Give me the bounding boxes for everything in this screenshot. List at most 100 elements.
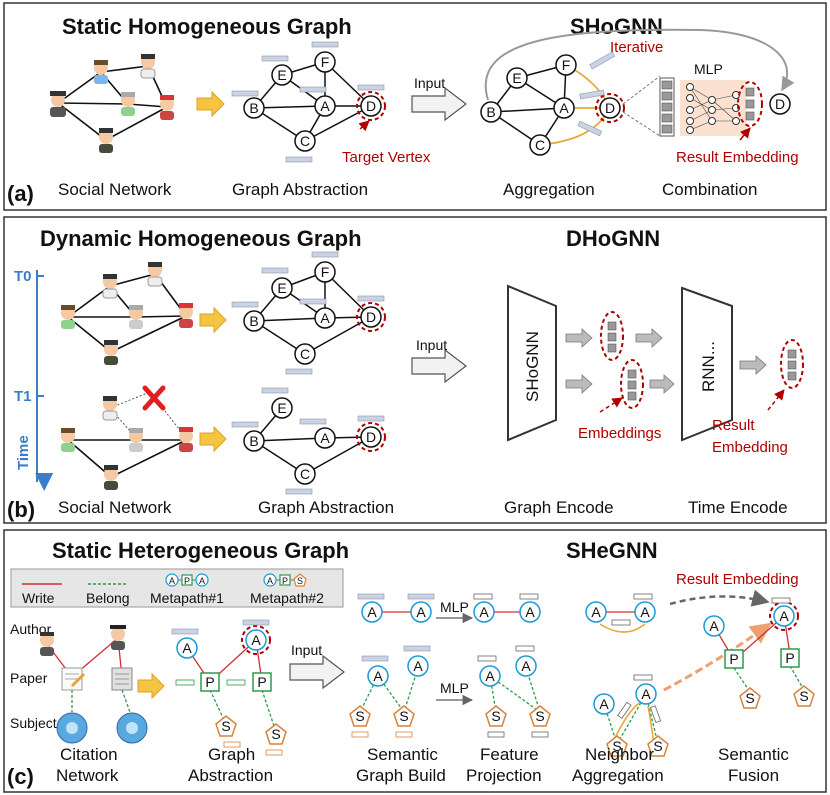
- result-label-line1: Result: [712, 417, 755, 434]
- node-label: B: [249, 313, 258, 329]
- caption-social-network-b: Social Network: [58, 498, 172, 517]
- person-icon: [40, 625, 126, 656]
- entity-paper-label: Paper: [10, 670, 48, 686]
- target-vertex-label: Target Vertex: [342, 149, 431, 166]
- social-network-t0: [61, 262, 193, 365]
- graph-abstraction-a: B E F A C D: [231, 41, 386, 163]
- panel-c: Static Heterogeneous Graph SHeGNN A P A: [3, 529, 827, 793]
- input-label-a: Input: [414, 75, 445, 91]
- removed-cross-icon: [142, 385, 166, 411]
- svg-text:P: P: [282, 576, 288, 586]
- graph-abstraction-t0: B E F A C D: [231, 251, 386, 375]
- svg-text:P: P: [785, 650, 794, 666]
- node-label: D: [605, 100, 615, 116]
- feature-vector-icon: [231, 41, 385, 163]
- legend-belong: Belong: [86, 590, 130, 606]
- mlp-label-a: MLP: [694, 61, 723, 77]
- caption-social-network-a: Social Network: [58, 180, 172, 199]
- time-t1-label: T1: [14, 388, 32, 405]
- arrow-gray-icon: [565, 328, 593, 348]
- svg-text:A: A: [416, 604, 426, 620]
- graph-abstraction-t1: B E A C D: [231, 387, 386, 495]
- caption-graph-abstraction-a: Graph Abstraction: [232, 180, 368, 199]
- node-label: B: [486, 104, 495, 120]
- result-label-line2: Embedding: [712, 439, 788, 456]
- svg-text:S: S: [612, 738, 621, 754]
- panel-c-label: (c): [7, 764, 34, 789]
- panel-b: Dynamic Homogeneous Graph DHoGNN T0 T1 T…: [3, 216, 827, 524]
- svg-text:S: S: [745, 690, 754, 706]
- node-label: A: [559, 100, 569, 116]
- panel-a-title-right: SHoGNN: [570, 14, 663, 39]
- social-network-t1: [61, 385, 193, 490]
- svg-text:P: P: [184, 576, 190, 586]
- input-arrow-icon: [411, 86, 467, 122]
- node-label: A: [320, 310, 330, 326]
- arrow-yellow-icon: [196, 90, 225, 118]
- mlp-label-c1: MLP: [440, 599, 469, 615]
- feature-vector-icon: [175, 679, 246, 686]
- node-label: C: [300, 346, 310, 362]
- node-label: E: [277, 67, 286, 83]
- social-network-a: [50, 54, 174, 153]
- caption-graph-encode: Graph Encode: [504, 498, 614, 517]
- time-t0-label: T0: [14, 268, 32, 285]
- result-embedding-icon: [787, 349, 797, 381]
- feature-vector-icon: [231, 251, 385, 375]
- svg-text:A: A: [640, 604, 650, 620]
- arrow-yellow-icon: [137, 672, 165, 700]
- arrow-gray-icon: [635, 328, 663, 348]
- node-label: D: [366, 309, 376, 325]
- caption-graph-abstraction-b: Graph Abstraction: [258, 498, 394, 517]
- svg-text:A: A: [267, 576, 273, 586]
- panel-b-frame: [3, 216, 827, 524]
- node-label: C: [300, 133, 310, 149]
- svg-text:A: A: [591, 604, 601, 620]
- person-icon: [61, 396, 193, 490]
- legend-write: Write: [22, 590, 55, 606]
- svg-text:A: A: [413, 658, 423, 674]
- svg-text:A: A: [525, 604, 535, 620]
- svg-text:S: S: [491, 708, 500, 724]
- caption-citation-2: Network: [56, 766, 119, 785]
- svg-text:A: A: [251, 632, 261, 648]
- caption-feature-proj-1: Feature: [480, 745, 539, 764]
- aggregation-graph: B E F A C D: [480, 28, 795, 156]
- node-label: E: [512, 70, 521, 86]
- input-arrow-icon: [411, 348, 467, 384]
- svg-text:S: S: [799, 688, 808, 704]
- panel-c-title-left: Static Heterogeneous Graph: [52, 538, 349, 563]
- node-label: C: [300, 466, 310, 482]
- panel-a-label: (a): [7, 181, 34, 206]
- arrow-yellow-icon: [199, 425, 227, 453]
- caption-graph-abstraction-c-2: Abstraction: [188, 766, 273, 785]
- panel-c-title-right: SHeGNN: [566, 538, 658, 563]
- svg-text:A: A: [367, 604, 377, 620]
- svg-text:S: S: [221, 718, 230, 734]
- iterative-label: Iterative: [610, 39, 663, 56]
- mlp-label-c2: MLP: [440, 680, 469, 696]
- rnn-encoder-block: [681, 286, 733, 442]
- arrow-gray-icon: [565, 374, 593, 394]
- legend: A P A A P S: [10, 568, 344, 608]
- svg-text:A: A: [709, 618, 719, 634]
- input-label-c: Input: [291, 642, 322, 658]
- embeddings-label: Embeddings: [578, 425, 661, 442]
- node-label: E: [277, 280, 286, 296]
- caption-semantic-build-2: Graph Build: [356, 766, 446, 785]
- caption-graph-abstraction-c-1: Graph: [208, 745, 255, 764]
- encoder-label: SHoGNN: [523, 331, 542, 402]
- node-label: A: [320, 430, 330, 446]
- panel-b-title-left: Dynamic Homogeneous Graph: [40, 226, 362, 251]
- input-arrow-icon: [289, 654, 345, 690]
- node-label: C: [535, 137, 545, 153]
- caption-neighbor-agg-2: Aggregation: [572, 766, 664, 785]
- node-label: D: [366, 429, 376, 445]
- svg-text:P: P: [729, 651, 738, 667]
- panel-a-title-left: Static Homogeneous Graph: [62, 14, 352, 39]
- node-label: B: [249, 100, 258, 116]
